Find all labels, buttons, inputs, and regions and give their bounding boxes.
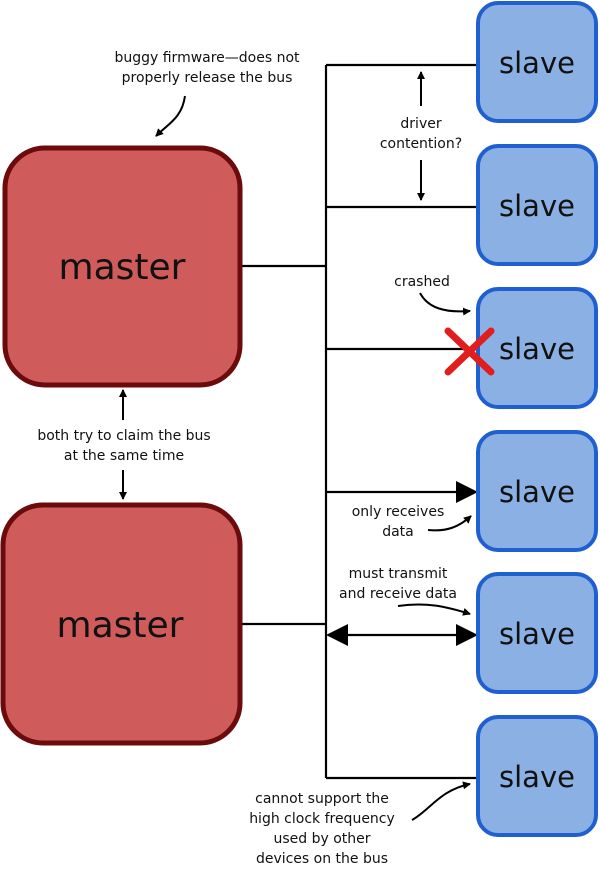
crashed-arrow — [419, 292, 471, 316]
slave-box-1: slave — [476, 1, 598, 123]
slave-box-5: slave — [476, 572, 598, 694]
slave-label: slave — [499, 475, 575, 509]
slave-label: slave — [499, 46, 575, 80]
annotation-driver-contention: driver contention? — [380, 71, 462, 201]
both-claim-line-2: at the same time — [64, 448, 184, 464]
master-label: master — [59, 247, 186, 288]
driver-contention-line-2: contention? — [380, 136, 462, 152]
only-receives-line-2: data — [382, 524, 414, 540]
annotation-clock: cannot support the high clock frequency … — [249, 781, 471, 867]
clock-line-2: high clock frequency — [249, 811, 395, 827]
slave-box-3: slave — [476, 287, 598, 409]
crashed-cross-icon — [444, 327, 495, 376]
clock-line-3: used by other — [273, 831, 370, 847]
annotation-only-receives: only receives data — [352, 504, 472, 540]
slave-label: slave — [499, 760, 575, 794]
transmit-receive-line-2: and receive data — [339, 586, 457, 602]
slave-box-2: slave — [476, 144, 598, 266]
master-label: master — [57, 605, 184, 646]
bus-arrowheads — [326, 481, 478, 646]
clock-line-4: devices on the bus — [256, 851, 388, 867]
slave-label: slave — [499, 332, 575, 366]
annotation-buggy-firmware: buggy firmware—does not properly release… — [114, 50, 300, 137]
transmit-receive-arrow — [397, 603, 471, 616]
crashed-text: crashed — [394, 274, 450, 290]
master-box-1: master — [2, 145, 243, 388]
annotation-transmit-receive: must transmit and receive data — [339, 566, 471, 616]
receive-arrowhead — [456, 481, 478, 503]
only-receives-arrow — [427, 515, 472, 532]
buggy-firmware-line-2: properly release the bus — [122, 70, 293, 86]
slave-label: slave — [499, 189, 575, 223]
slave-box-4: slave — [476, 430, 598, 552]
transmit-receive-line-1: must transmit — [349, 566, 448, 582]
clock-line-1: cannot support the — [255, 791, 389, 807]
driver-contention-line-1: driver — [400, 116, 441, 132]
slave-label: slave — [499, 617, 575, 651]
transmit-arrowhead-left — [326, 624, 348, 646]
buggy-firmware-arrow — [155, 95, 186, 137]
clock-arrow — [411, 781, 471, 821]
only-receives-line-1: only receives — [352, 504, 445, 520]
slave-box-6: slave — [476, 715, 598, 837]
buggy-firmware-line-1: buggy firmware—does not — [114, 50, 300, 66]
receive-arrowhead-right — [456, 624, 478, 646]
both-claim-line-1: both try to claim the bus — [37, 428, 210, 444]
master-box-2: master — [0, 502, 243, 746]
bus-lines — [240, 63, 478, 780]
annotation-crashed: crashed — [394, 274, 471, 316]
annotation-both-claim: both try to claim the bus at the same ti… — [37, 389, 211, 500]
